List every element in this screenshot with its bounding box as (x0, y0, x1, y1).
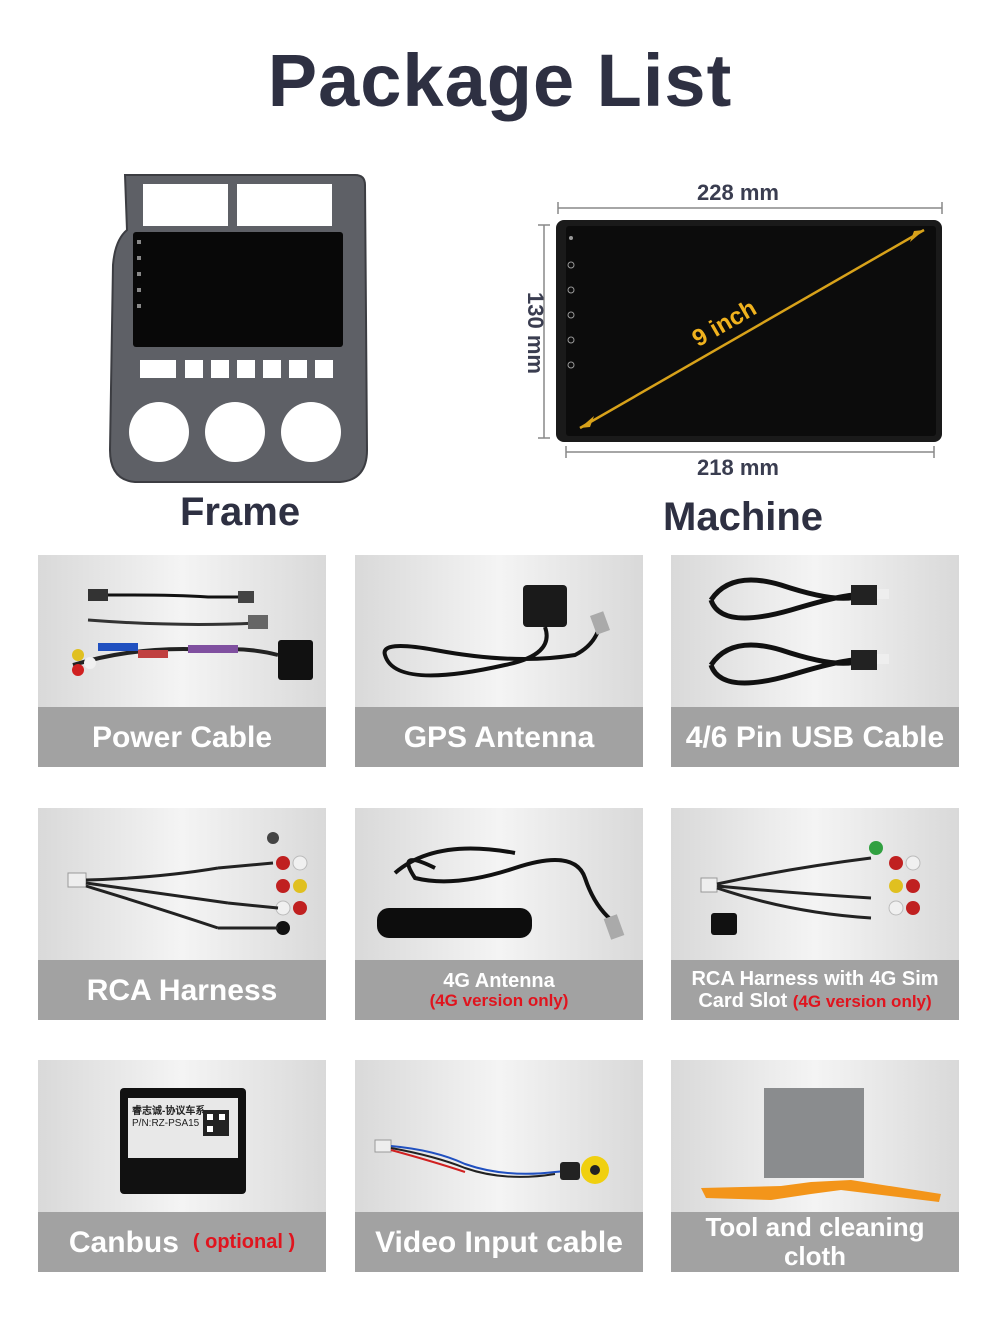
frame-image (105, 170, 370, 490)
item-label: 4/6 Pin USB Cable (685, 720, 945, 754)
item-band: RCA Harness (38, 960, 326, 1020)
item-label: Tool and cleaning cloth (705, 1212, 925, 1271)
item-label: RCA Harness (86, 973, 278, 1007)
4g-antenna-image (355, 808, 643, 960)
item-label-line1: RCA Harness with 4G Sim (691, 968, 939, 990)
item-band: RCA Harness with 4G Sim Card Slot (4G ve… (671, 960, 959, 1020)
tool-cloth-image (671, 1060, 959, 1212)
item-rca-harness-4g: RCA Harness with 4G Sim Card Slot (4G ve… (671, 808, 959, 1020)
item-note: ( optional ) (192, 1231, 296, 1253)
usb-cable-image (671, 555, 959, 707)
machine-image (510, 170, 960, 470)
item-label: Power Cable (91, 720, 273, 754)
item-canbus: 睿志诚-协议车系 P/N:RZ-PSA15 Canbus ( optional … (38, 1060, 326, 1272)
height-label: 130 mm (523, 292, 548, 374)
page-title: Package List (267, 39, 733, 122)
rca-harness-image (38, 808, 326, 960)
item-band: Power Cable (38, 707, 326, 767)
item-label: 4G Antenna (443, 969, 555, 992)
canbus-sticker-line1: 睿志诚-协议车系 (132, 1106, 206, 1117)
width-bottom-label: 218 mm (697, 455, 779, 480)
rca-harness-4g-image (671, 808, 959, 960)
item-tool-cloth: Tool and cleaning cloth (671, 1060, 959, 1272)
power-cable-image (38, 555, 326, 707)
item-band: Canbus ( optional ) (38, 1212, 326, 1272)
item-note: (4G version only) (792, 992, 932, 1011)
canbus-sticker-line2: P/N:RZ-PSA15 (132, 1118, 200, 1129)
item-band: 4/6 Pin USB Cable (671, 707, 959, 767)
item-band: Tool and cleaning cloth (671, 1212, 959, 1272)
item-video-input-cable: Video Input cable (355, 1060, 643, 1272)
item-power-cable: Power Cable (38, 555, 326, 767)
item-band: Video Input cable (355, 1212, 643, 1272)
item-gps-antenna: GPS Antenna (355, 555, 643, 767)
frame-label: Frame (180, 490, 301, 534)
gps-antenna-image (355, 555, 643, 707)
item-label: Video Input cable (375, 1225, 623, 1259)
item-label-line2: Card Slot (698, 990, 788, 1012)
machine-label: Machine (663, 495, 824, 539)
item-label: Canbus (68, 1225, 179, 1259)
video-cable-image (355, 1060, 643, 1212)
canbus-image: 睿志诚-协议车系 P/N:RZ-PSA15 (38, 1060, 326, 1212)
item-note: (4G version only) (429, 990, 569, 1010)
item-band: GPS Antenna (355, 707, 643, 767)
item-4g-antenna: 4G Antenna (4G version only) (355, 808, 643, 1020)
width-top-label: 228 mm (697, 180, 779, 205)
item-band: 4G Antenna (4G version only) (355, 960, 643, 1020)
item-rca-harness: RCA Harness (38, 808, 326, 1020)
item-usb-cable: 4/6 Pin USB Cable (671, 555, 959, 767)
item-label: GPS Antenna (403, 720, 595, 754)
